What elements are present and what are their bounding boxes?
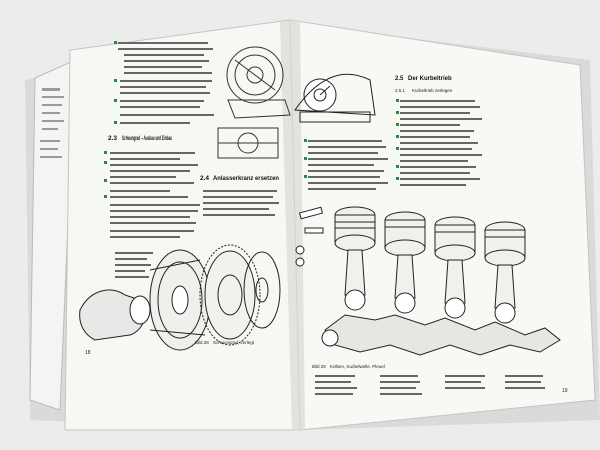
section-2-5-title: Der Kurbeltrieb — [408, 76, 452, 82]
small-parts-illustration — [295, 206, 324, 267]
left-top-text-block — [118, 42, 214, 124]
section-2-5-1-title: Kurbeltrieb zerlegen — [412, 88, 453, 93]
section-2-4-text — [203, 190, 279, 216]
flywheel-legend — [115, 252, 153, 278]
piston-2 — [384, 211, 426, 314]
right-figure-caption: Kolben, Kurbelwelle, Pleuel — [330, 364, 385, 369]
bullet-markers — [104, 41, 117, 198]
section-2-4-number: 2.4 — [200, 175, 209, 182]
clutch-bolt-illustration — [217, 127, 279, 159]
gutter — [280, 20, 305, 430]
right-legend-text — [315, 375, 545, 395]
middle-column-text — [308, 140, 388, 190]
left-steps-text — [110, 152, 200, 238]
back-page-text — [40, 88, 64, 158]
right-column-text — [400, 100, 482, 186]
piston-4 — [484, 221, 526, 324]
gauge-illustration — [294, 73, 376, 123]
flywheel-exploded-view — [79, 244, 281, 351]
flywheel-mount-illustration — [226, 46, 291, 119]
crankshaft-illustration — [321, 314, 561, 356]
left-page-number: 18 — [85, 350, 91, 356]
section-2-4-title: Anlasserkranz ersetzen — [213, 175, 279, 182]
right-figure-number: Bild 29 — [312, 364, 326, 369]
piston-1 — [334, 206, 376, 311]
section-2-5-1-number: 2.5.1 — [395, 88, 406, 93]
left-figure-number: Bild 28 — [195, 340, 209, 345]
right-page-number: 19 — [562, 388, 568, 394]
section-2-5-number: 2.5 — [395, 76, 404, 82]
back-page-edge — [29, 59, 76, 411]
left-figure-caption: Schwungrad, zerlegt — [213, 340, 255, 345]
section-2-3-heading: 2.3 — [108, 135, 117, 142]
section-2-3-title: Schwungrad – Ausbau und Einbau — [122, 135, 172, 142]
piston-3 — [434, 216, 476, 319]
piston-assembly-illustration — [334, 206, 526, 324]
right-bullet-markers — [304, 99, 399, 180]
